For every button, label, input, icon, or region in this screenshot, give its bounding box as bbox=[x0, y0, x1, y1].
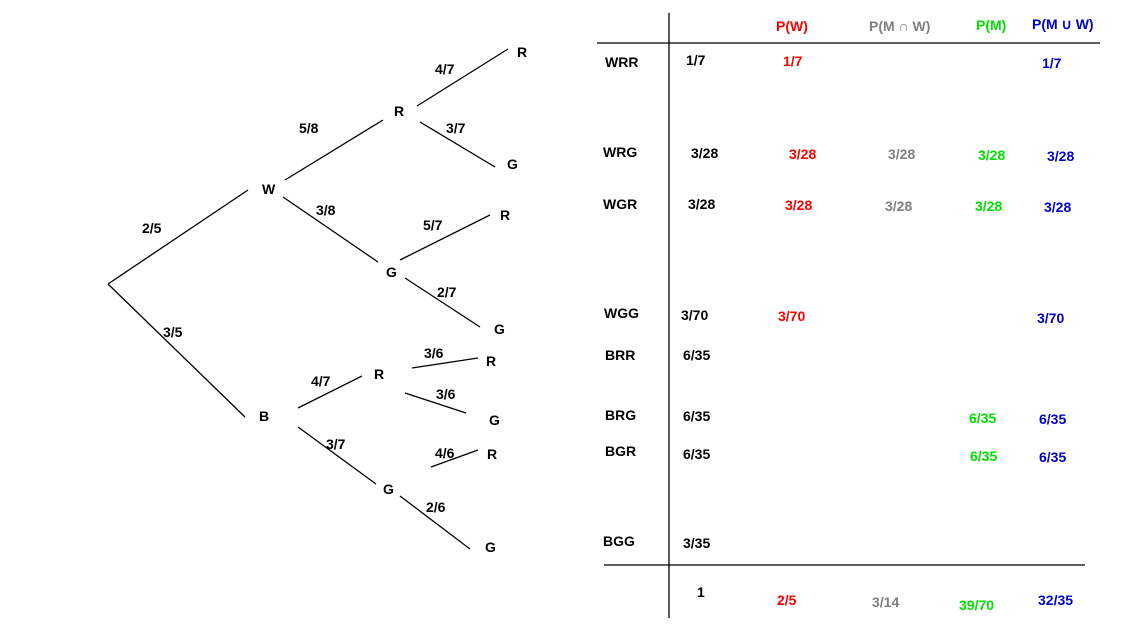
node-brg: G bbox=[489, 412, 500, 428]
outcome-prob: 3/35 bbox=[683, 535, 710, 551]
prob-root-w: 2/5 bbox=[142, 220, 162, 236]
total-pm: 39/70 bbox=[959, 597, 994, 613]
cell-pw: 1/7 bbox=[783, 53, 803, 69]
table-row: WRG 3/28 3/28 3/28 3/28 3/28 bbox=[603, 144, 1074, 164]
branch-bg-g bbox=[399, 495, 471, 550]
prob-w-r: 5/8 bbox=[299, 120, 319, 136]
node-wg: G bbox=[386, 264, 397, 280]
node-wgg: G bbox=[494, 321, 505, 337]
table-row: WGR 3/28 3/28 3/28 3/28 3/28 bbox=[603, 196, 1071, 215]
branch-w-g bbox=[282, 196, 379, 263]
prob-wr-g: 3/7 bbox=[446, 120, 466, 136]
cell-pmuw: 6/35 bbox=[1039, 411, 1066, 427]
branch-bg-r bbox=[430, 449, 479, 468]
node-wrg: G bbox=[507, 156, 518, 172]
outcome-prob: 6/35 bbox=[683, 408, 710, 424]
total-pmw: 3/14 bbox=[872, 594, 899, 610]
node-br: R bbox=[374, 366, 384, 382]
prob-br-r: 3/6 bbox=[424, 345, 444, 361]
outcome-prob: 1/7 bbox=[686, 52, 706, 68]
cell-pm: 3/28 bbox=[978, 147, 1005, 163]
cell-pm: 6/35 bbox=[970, 448, 997, 464]
table-row: WGG 3/70 3/70 3/70 bbox=[604, 305, 1064, 326]
prob-wg-g: 2/7 bbox=[437, 284, 457, 300]
node-brr: R bbox=[486, 353, 496, 369]
cell-pmw: 3/28 bbox=[885, 198, 912, 214]
header-pw: P(W) bbox=[776, 18, 808, 34]
table-row: BGR 6/35 6/35 6/35 bbox=[605, 443, 1066, 465]
node-bg: G bbox=[383, 481, 394, 497]
cell-pm: 3/28 bbox=[975, 198, 1002, 214]
branch-wr-r bbox=[416, 48, 509, 107]
cell-pm: 6/35 bbox=[969, 410, 996, 426]
node-wr: R bbox=[394, 103, 404, 119]
branch-br-g bbox=[404, 392, 467, 414]
cell-pw: 3/28 bbox=[785, 197, 812, 213]
cell-pmuw: 1/7 bbox=[1042, 55, 1062, 71]
cell-pmuw: 6/35 bbox=[1039, 449, 1066, 465]
prob-b-g: 3/7 bbox=[326, 436, 346, 452]
outcome-prob: 6/35 bbox=[683, 347, 710, 363]
cell-pw: 3/70 bbox=[778, 308, 805, 324]
outcome-prob: 3/28 bbox=[688, 196, 715, 212]
table-grid bbox=[597, 13, 1100, 618]
table-row: BRG 6/35 6/35 6/35 bbox=[605, 407, 1066, 427]
branch-wg-r bbox=[399, 214, 491, 261]
header-pmuw: P(M ∪ W) bbox=[1032, 16, 1094, 32]
prob-w-g: 3/8 bbox=[316, 202, 336, 218]
outcome-label: WRR bbox=[605, 54, 638, 70]
table-row: WRR 1/7 1/7 1/7 bbox=[605, 52, 1062, 71]
node-wrr: R bbox=[517, 44, 527, 60]
cell-pmw: 3/28 bbox=[888, 146, 915, 162]
total-prob: 1 bbox=[697, 584, 705, 600]
cell-pmuw: 3/28 bbox=[1044, 199, 1071, 215]
table-row: BGG 3/35 bbox=[603, 533, 710, 551]
branch-root-w bbox=[107, 189, 249, 285]
prob-wg-r: 5/7 bbox=[423, 217, 443, 233]
outcome-label: WGG bbox=[604, 305, 639, 321]
prob-root-b: 3/5 bbox=[163, 324, 183, 340]
header-pm: P(M) bbox=[976, 17, 1006, 33]
branch-root-b bbox=[107, 283, 246, 418]
cell-pmuw: 3/28 bbox=[1047, 148, 1074, 164]
outcome-prob: 3/70 bbox=[681, 307, 708, 323]
node-wgr: R bbox=[500, 207, 510, 223]
table-totals: 1 2/5 3/14 39/70 32/35 bbox=[697, 584, 1073, 613]
table-headers: P(W) P(M ∩ W) P(M) P(M ∪ W) bbox=[776, 16, 1094, 34]
header-pmw: P(M ∩ W) bbox=[869, 18, 930, 34]
node-bgr: R bbox=[487, 446, 497, 462]
outcome-prob: 3/28 bbox=[691, 145, 718, 161]
outcome-label: WGR bbox=[603, 196, 637, 212]
branch-b-g bbox=[297, 426, 377, 485]
total-pw: 2/5 bbox=[777, 592, 797, 608]
tree-branches bbox=[107, 48, 509, 550]
branch-wr-g bbox=[419, 121, 496, 168]
outcome-prob: 6/35 bbox=[683, 446, 710, 462]
outcome-label: BRG bbox=[605, 407, 636, 423]
cell-pw: 3/28 bbox=[789, 146, 816, 162]
table-rows: WRR 1/7 1/7 1/7 WRG 3/28 3/28 3/28 3/28 … bbox=[603, 52, 1074, 551]
branch-wg-g bbox=[404, 277, 481, 328]
branch-b-r bbox=[297, 375, 363, 409]
branch-br-r bbox=[411, 357, 479, 369]
node-b: B bbox=[259, 408, 269, 424]
node-w: W bbox=[262, 181, 276, 197]
prob-b-r: 4/7 bbox=[311, 373, 331, 389]
tree-nodes: W B R G R G R G R G R G R G bbox=[259, 44, 527, 555]
cell-pmuw: 3/70 bbox=[1037, 310, 1064, 326]
prob-br-g: 3/6 bbox=[436, 386, 456, 402]
node-bgg: G bbox=[485, 539, 496, 555]
branch-probabilities: 2/5 3/5 5/8 3/8 4/7 3/7 5/7 2/7 4/7 3/7 … bbox=[142, 61, 466, 515]
outcome-label: BGG bbox=[603, 533, 635, 549]
branch-w-r bbox=[284, 119, 384, 181]
outcome-label: BRR bbox=[605, 347, 635, 363]
outcome-label: WRG bbox=[603, 144, 637, 160]
prob-bg-g: 2/6 bbox=[426, 499, 446, 515]
outcome-label: BGR bbox=[605, 443, 636, 459]
table-row: BRR 6/35 bbox=[605, 347, 710, 363]
prob-wr-r: 4/7 bbox=[435, 61, 455, 77]
total-pmuw: 32/35 bbox=[1038, 592, 1073, 608]
prob-bg-r: 4/6 bbox=[435, 445, 455, 461]
